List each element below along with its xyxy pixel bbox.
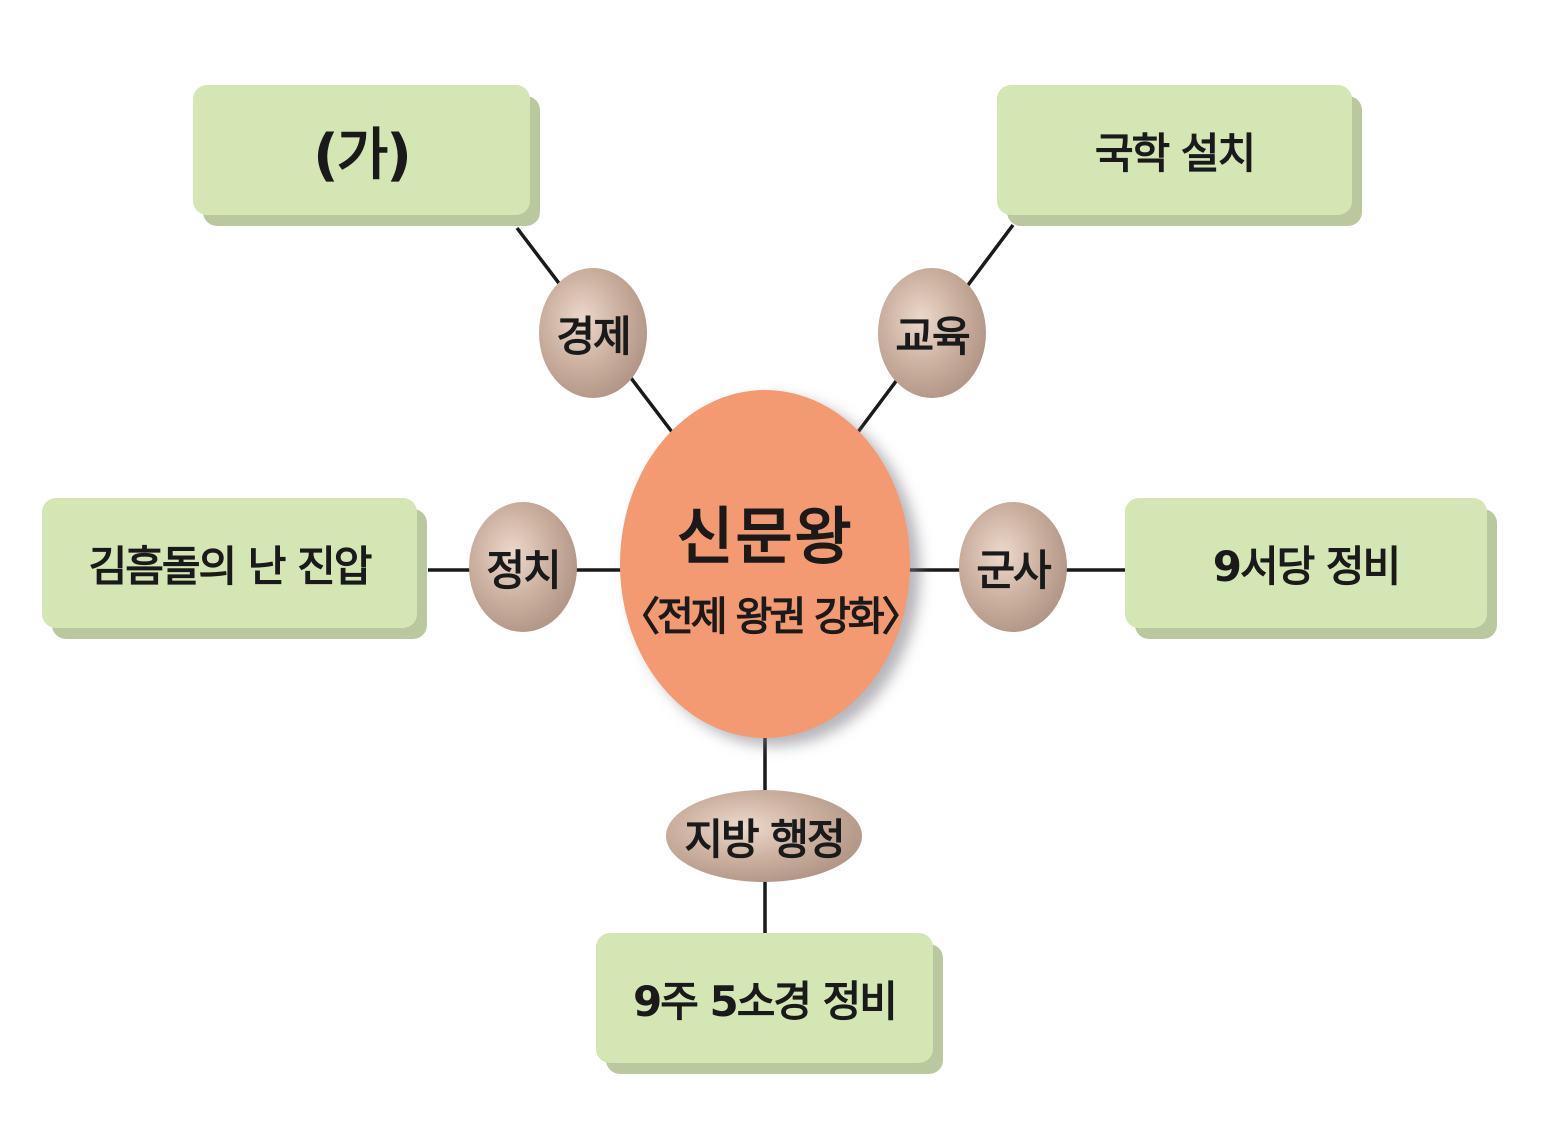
military-content-box: 9서당 정비	[1125, 498, 1487, 628]
military-category: 군사	[976, 545, 1051, 595]
politics-content-box: 김흠돌의 난 진압	[42, 498, 417, 628]
local-admin-content: 9주 5소경 정비	[633, 976, 898, 1026]
education-content: 국학 설치	[1094, 128, 1256, 178]
politics-category-oval: 정치	[469, 502, 577, 632]
economy-category: 경제	[556, 311, 631, 361]
politics-category: 정치	[486, 545, 561, 595]
military-content: 9서당 정비	[1212, 541, 1401, 591]
economy-category-oval: 경제	[539, 268, 647, 398]
politics-content: 김흠돌의 난 진압	[88, 541, 373, 591]
local-admin-content-box: 9주 5소경 정비	[596, 933, 933, 1063]
education-category: 교육	[895, 311, 970, 361]
center-title: 신문왕	[676, 500, 854, 573]
center-node: 신문왕 〈전제 왕권 강화〉	[620, 390, 922, 738]
economy-content: (가)	[313, 122, 412, 188]
education-category-oval: 교육	[878, 268, 986, 398]
local-admin-category: 지방 행정	[684, 814, 845, 864]
local-admin-category-oval: 지방 행정	[666, 790, 862, 882]
military-category-oval: 군사	[959, 502, 1067, 632]
economy-content-box: (가)	[193, 85, 530, 215]
center-subtitle: 〈전제 왕권 강화〉	[620, 594, 922, 640]
education-content-box: 국학 설치	[997, 85, 1352, 215]
